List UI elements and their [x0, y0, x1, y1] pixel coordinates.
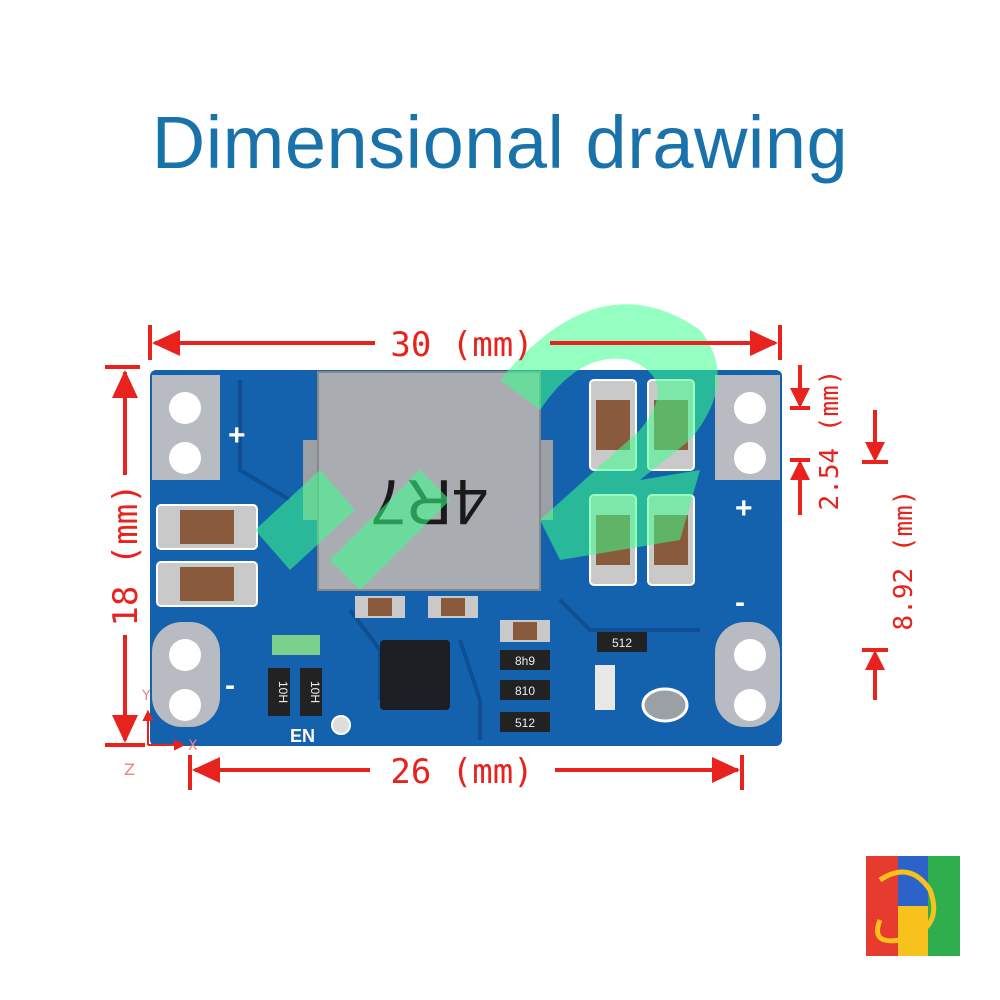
- dimension-lines: [105, 325, 888, 790]
- inductor: 4R7: [303, 371, 553, 591]
- resistor-code: 810: [515, 684, 535, 698]
- resistor-code: 8h9: [515, 654, 535, 668]
- dimension-width-top: 30 (mm): [390, 325, 533, 365]
- axis-x-label: X: [188, 738, 198, 754]
- plus-label-left: +: [228, 419, 246, 452]
- led: [595, 665, 615, 710]
- axis-z-label: Z: [124, 760, 135, 779]
- resistor-code: 10H: [308, 681, 322, 703]
- axis-y-label: Y: [141, 688, 151, 704]
- dimension-width-bottom: 26 (mm): [390, 752, 533, 792]
- resistor-code: 512: [612, 636, 632, 650]
- capacitors-left: [156, 504, 550, 642]
- en-label: EN: [290, 726, 315, 746]
- ic-chip: [380, 640, 450, 710]
- resistor-code: 512: [515, 716, 535, 730]
- dimension-height: 18 (mm): [106, 483, 146, 626]
- pin-pads-right: [715, 375, 780, 727]
- watermark-logo: [255, 304, 718, 590]
- dimension-pin-offset: 8.92 (mm): [889, 490, 919, 631]
- axis-indicator: [142, 709, 186, 751]
- en-pad: [331, 715, 351, 735]
- plus-label-right: +: [735, 492, 753, 525]
- pin-pads-left: [152, 375, 220, 727]
- resistors: 8h9 810 512 512 10H 10H: [268, 632, 647, 732]
- minus-label-right: -: [735, 586, 745, 619]
- solder-jumper: [641, 687, 689, 723]
- dimension-pin-pitch: 2.54 (mm): [815, 370, 845, 511]
- minus-label-left: -: [225, 669, 235, 702]
- page-title: Dimensional drawing: [151, 101, 849, 184]
- brand-logo: [866, 856, 960, 956]
- resistor-code: 10H: [276, 681, 290, 703]
